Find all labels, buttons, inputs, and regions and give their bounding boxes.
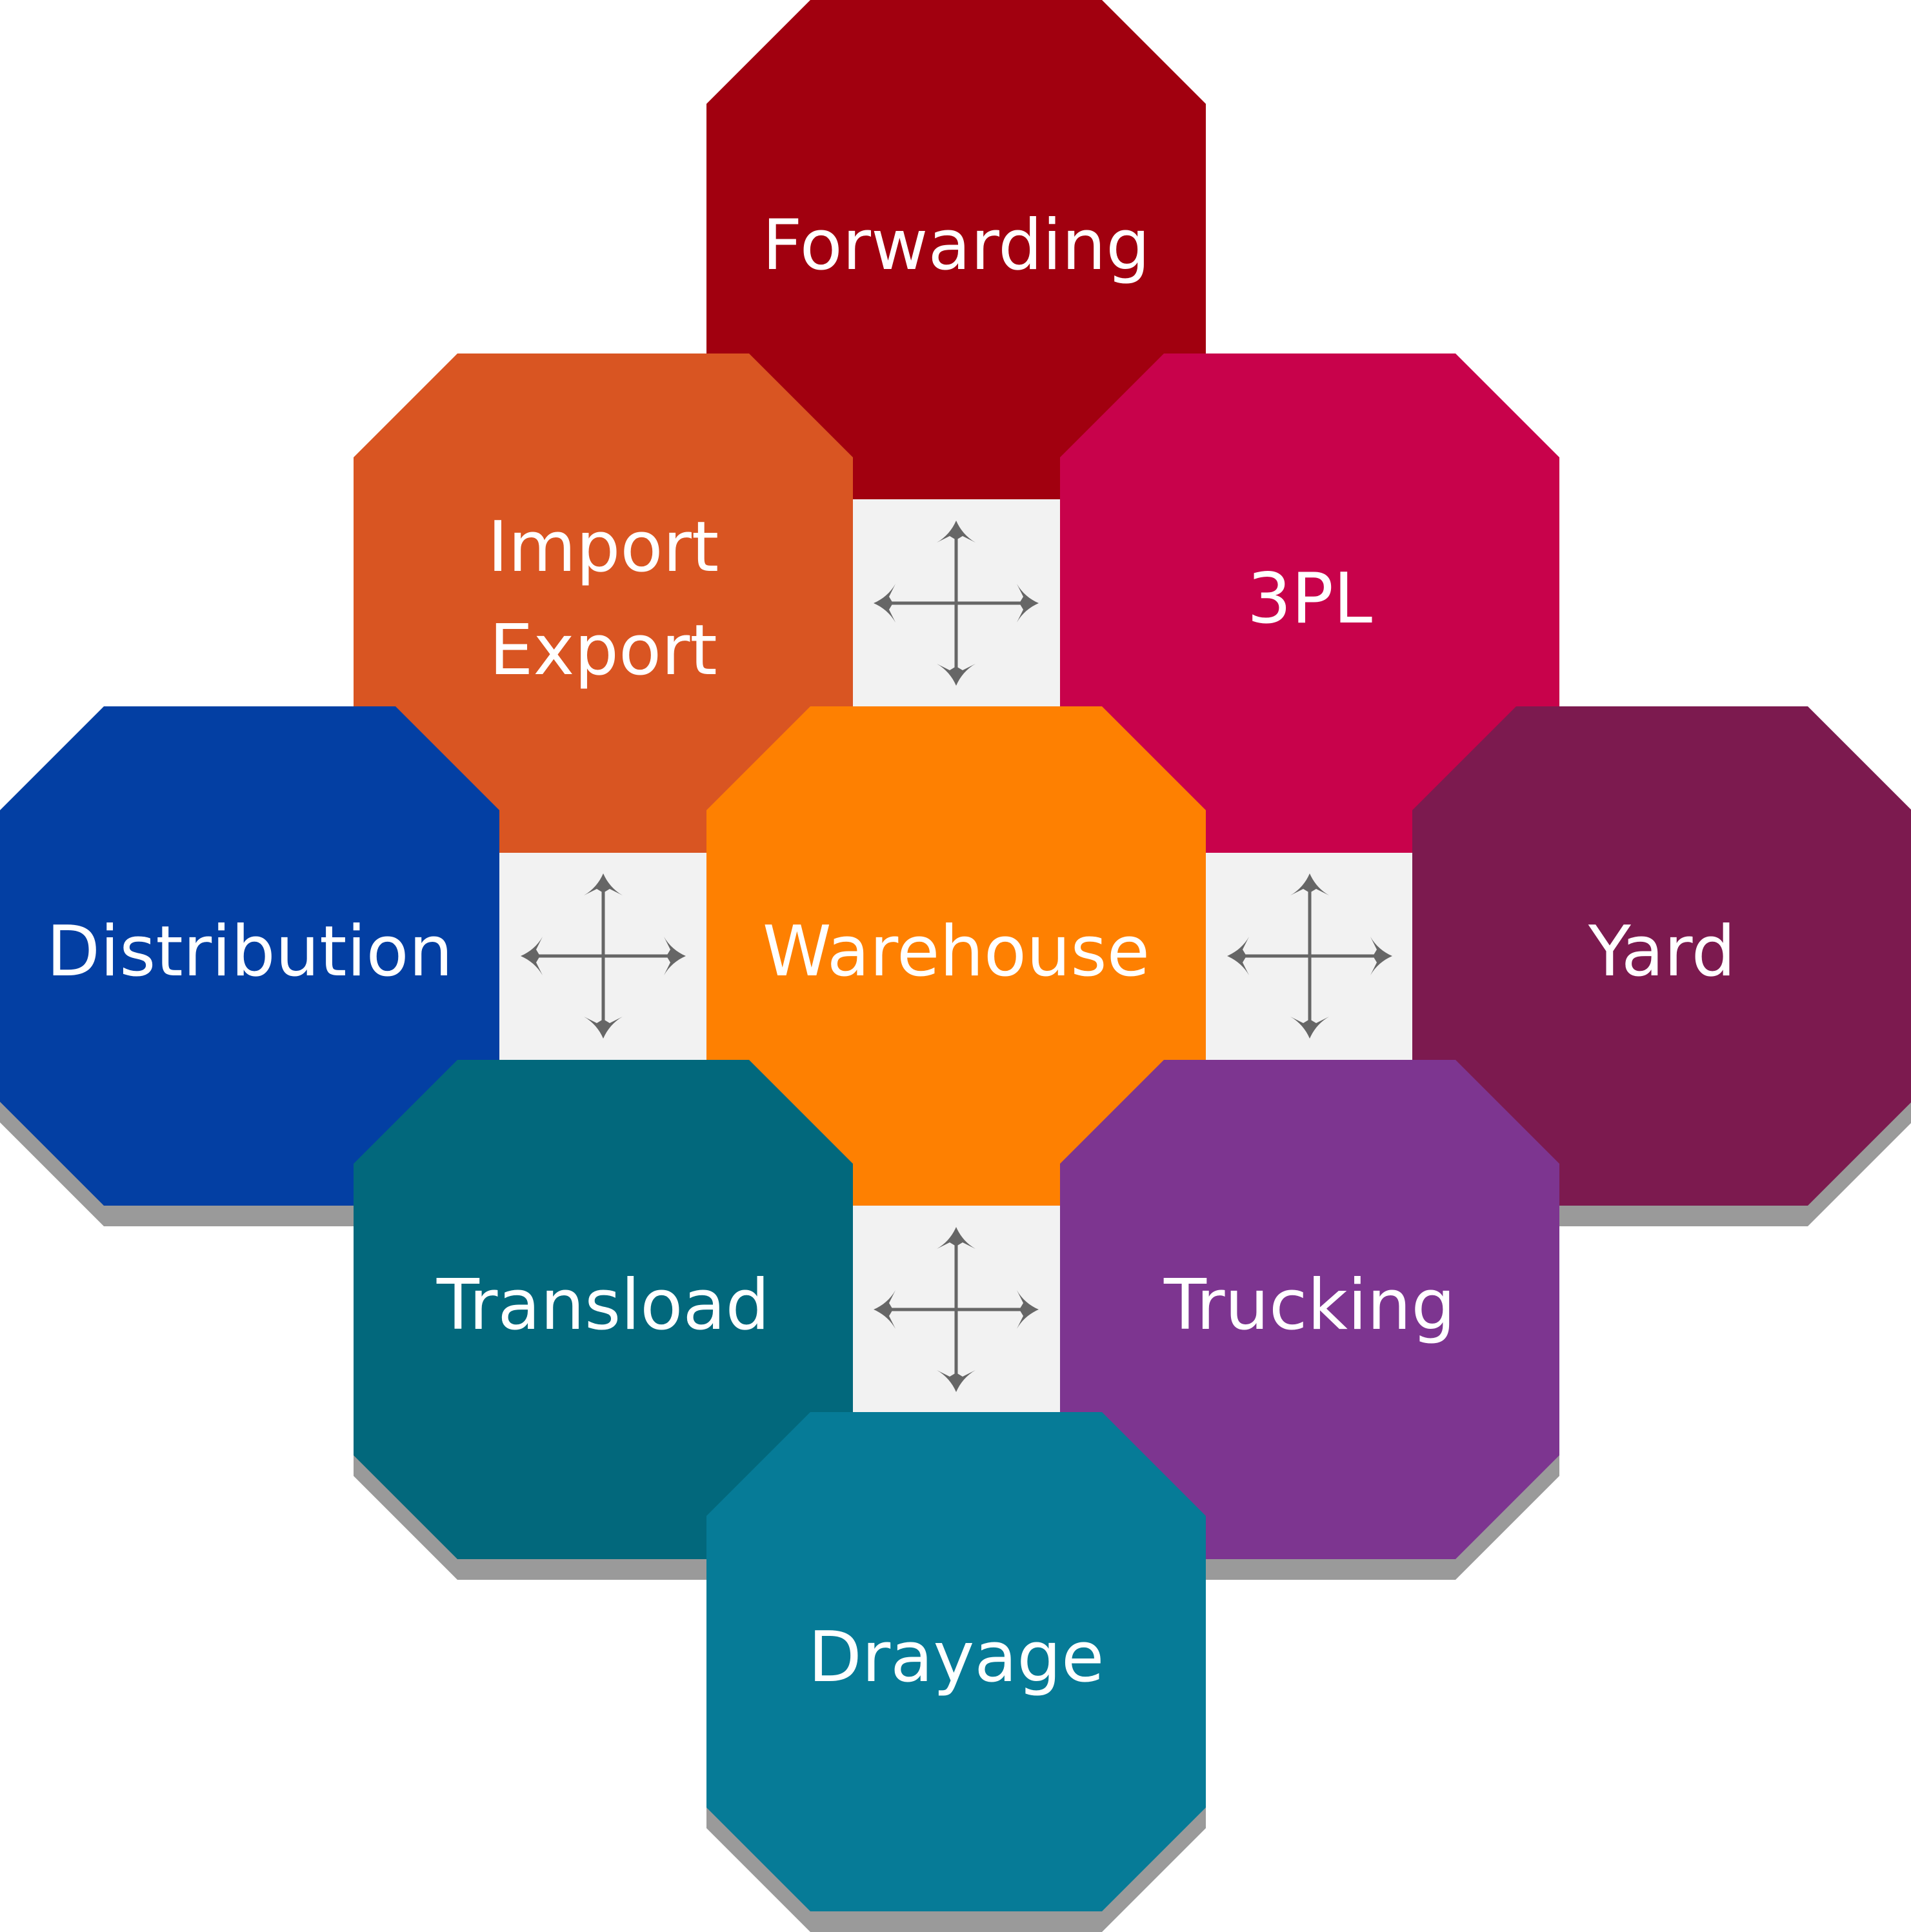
connector-bottom	[810, 1164, 1102, 1455]
forwarding-octagon	[706, 0, 1206, 499]
arrow-right-icon	[1370, 937, 1392, 975]
arrow-left-icon	[874, 584, 895, 622]
warehouse-octagon	[706, 706, 1206, 1206]
yard-octagon	[1412, 706, 1911, 1206]
distribution-octagon	[0, 706, 499, 1206]
trucking-octagon	[1060, 1060, 1559, 1559]
connector-left	[457, 810, 749, 1102]
arrow-up-icon	[937, 1227, 976, 1249]
arrow-left-icon	[1227, 937, 1249, 975]
arrow-down-icon	[937, 1370, 976, 1392]
trucking-label: Trucking	[1163, 1265, 1456, 1346]
yard-label: Yard	[1588, 911, 1736, 992]
import-export-octagon	[354, 354, 853, 853]
arrow-right-icon	[664, 937, 686, 975]
warehouse-label: Warehouse	[763, 911, 1150, 992]
arrow-left-icon	[521, 937, 543, 975]
arrow-down-icon	[1290, 1017, 1329, 1039]
arrow-up-icon	[1290, 873, 1329, 895]
connector-squares	[457, 457, 1456, 1455]
transload-label: Transload	[436, 1265, 770, 1346]
connector-right	[1164, 810, 1456, 1102]
connector-top	[810, 457, 1102, 749]
import-export-label-line: Import	[488, 507, 719, 588]
transload-octagon	[354, 1060, 853, 1559]
forwarding-label: Forwarding	[762, 205, 1150, 286]
import-export-label-line: Export	[489, 610, 717, 691]
3pl-octagon	[1060, 354, 1559, 853]
arrow-right-icon	[1017, 584, 1039, 622]
arrow-up-icon	[937, 521, 976, 543]
drayage-label: Drayage	[808, 1617, 1105, 1698]
drayage-octagon	[706, 1412, 1206, 1911]
arrow-up-icon	[584, 873, 623, 895]
arrow-down-icon	[584, 1017, 623, 1039]
arrow-left-icon	[874, 1290, 895, 1329]
distribution-label: Distribution	[46, 911, 453, 992]
arrow-right-icon	[1017, 1290, 1039, 1329]
arrow-down-icon	[937, 664, 976, 686]
3pl-label: 3PL	[1247, 559, 1372, 639]
